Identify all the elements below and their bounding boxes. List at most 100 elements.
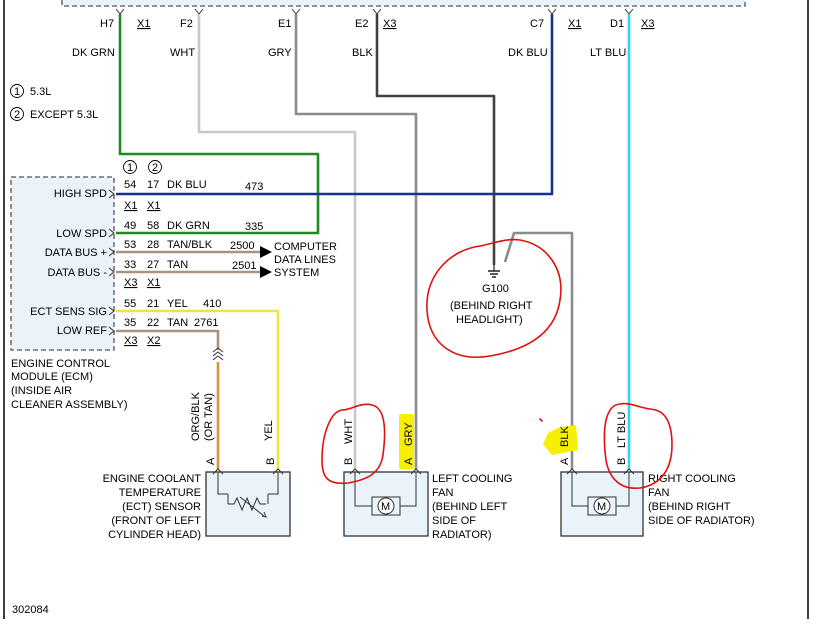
pin-d1-connector: X3 bbox=[641, 18, 654, 30]
svg-text:49: 49 bbox=[124, 220, 136, 232]
legend-2-text: EXCEPT 5.3L bbox=[30, 109, 98, 121]
ect-pin-a: A bbox=[205, 457, 217, 465]
svg-text:335: 335 bbox=[245, 221, 263, 233]
annotation-circle-left-fan-b bbox=[321, 403, 386, 485]
svg-text:33: 33 bbox=[124, 259, 136, 271]
wire-color-dk-grn: DK GRN bbox=[72, 47, 115, 59]
right-fan-pin-b: B bbox=[616, 458, 628, 465]
svg-text:21: 21 bbox=[147, 298, 159, 310]
wire-color-lt-blu: LT BLU bbox=[590, 47, 626, 59]
svg-text:LOW REF: LOW REF bbox=[57, 325, 107, 337]
ect-wire-b-color: YEL bbox=[263, 420, 275, 441]
svg-text:X3: X3 bbox=[124, 277, 137, 289]
svg-text:55: 55 bbox=[124, 298, 136, 310]
pin-e2-label: E2 bbox=[355, 18, 368, 30]
ground-desc-2: HEADLIGHT) bbox=[456, 314, 523, 326]
svg-text:(BEHIND LEFT: (BEHIND LEFT bbox=[432, 501, 507, 513]
annotation-circle-ground bbox=[426, 238, 562, 358]
wire-dk-blu bbox=[116, 14, 554, 196]
pin-e1-label: E1 bbox=[278, 18, 291, 30]
legend-1-text: 5.3L bbox=[30, 86, 51, 98]
wire-wht bbox=[197, 14, 357, 470]
svg-text:1: 1 bbox=[127, 162, 133, 174]
svg-text:ENGINE CONTROL: ENGINE CONTROL bbox=[11, 358, 110, 370]
wire-color-wht: WHT bbox=[170, 47, 195, 59]
page-frame bbox=[3, 0, 809, 619]
ecm-pin-ect-sens-sig: ECT SENS SIG 55 21 YEL 410 bbox=[30, 298, 221, 318]
footer-id: 302084 bbox=[12, 604, 49, 616]
svg-text:RIGHT COOLING: RIGHT COOLING bbox=[648, 473, 736, 485]
data-line-arrows bbox=[260, 246, 272, 278]
ect-wire-a-color: ORG/BLK bbox=[190, 391, 202, 441]
svg-text:X2: X2 bbox=[147, 335, 160, 347]
pin-c7-connector: X1 bbox=[568, 18, 581, 30]
svg-text:HIGH SPD: HIGH SPD bbox=[54, 188, 107, 200]
svg-text:17: 17 bbox=[147, 179, 159, 191]
top-pin-labels: H7 X1 F2 E1 E2 X3 C7 X1 D1 X3 bbox=[100, 18, 654, 30]
svg-text:2500: 2500 bbox=[230, 240, 254, 252]
svg-text:TEMPERATURE: TEMPERATURE bbox=[119, 487, 201, 499]
svg-text:DK GRN: DK GRN bbox=[167, 220, 210, 232]
svg-text:ENGINE COOLANT: ENGINE COOLANT bbox=[103, 473, 202, 485]
wire-blk bbox=[375, 14, 496, 265]
ect-sensor: A B ORG/BLK (OR TAN) YEL ENGINE COOLANT … bbox=[103, 391, 291, 541]
highlight-blk bbox=[543, 425, 578, 455]
svg-text:CLEANER ASSEMBLY): CLEANER ASSEMBLY) bbox=[11, 399, 128, 411]
red-annotations bbox=[321, 238, 673, 489]
svg-text:TAN: TAN bbox=[167, 259, 188, 271]
ect-pin-b: B bbox=[265, 458, 277, 465]
pin-h7-connector: X1 bbox=[137, 18, 150, 30]
pin-d1-label: D1 bbox=[610, 18, 624, 30]
annotation-mark-small bbox=[539, 418, 543, 422]
svg-text:(ECT) SENSOR: (ECT) SENSOR bbox=[122, 501, 201, 513]
svg-text:22: 22 bbox=[147, 317, 159, 329]
left-fan-wire-a: GRY bbox=[403, 422, 415, 446]
top-pin-connectors bbox=[115, 8, 634, 15]
top-wire-color-labels: DK GRN WHT GRY BLK DK BLU LT BLU bbox=[72, 47, 626, 59]
left-cooling-fan: M B WHT A GRY LEFT COOLING FAN (BEHIND L… bbox=[343, 414, 512, 541]
left-fan-pin-b: B bbox=[343, 458, 355, 465]
svg-text:54: 54 bbox=[124, 179, 136, 191]
svg-text:DK BLU: DK BLU bbox=[167, 179, 207, 191]
svg-text:2761: 2761 bbox=[194, 317, 218, 329]
svg-text:2: 2 bbox=[152, 162, 158, 174]
svg-text:X3: X3 bbox=[124, 335, 137, 347]
right-fan-wire-a: BLK bbox=[559, 426, 571, 447]
inline-connector bbox=[212, 347, 224, 361]
svg-text:DATA BUS -: DATA BUS - bbox=[48, 267, 108, 279]
wire-color-blk: BLK bbox=[352, 47, 373, 59]
svg-text:27: 27 bbox=[147, 259, 159, 271]
svg-text:CYLINDER HEAD): CYLINDER HEAD) bbox=[108, 529, 201, 541]
svg-text:X1: X1 bbox=[147, 200, 160, 212]
svg-text:SIDE OF RADIATOR): SIDE OF RADIATOR) bbox=[648, 515, 755, 527]
ground-desc-1: (BEHIND RIGHT bbox=[450, 300, 533, 312]
pin-h7-label: H7 bbox=[100, 18, 114, 30]
svg-text:ECT SENS SIG: ECT SENS SIG bbox=[30, 306, 107, 318]
svg-text:YEL: YEL bbox=[167, 298, 188, 310]
legend-2-number: 2 bbox=[14, 109, 20, 121]
right-cooling-fan: M A BLK B LT BLU RIGHT COOLING FAN (BEHI… bbox=[543, 412, 755, 537]
svg-text:MODULE (ECM): MODULE (ECM) bbox=[11, 371, 93, 383]
svg-text:RADIATOR): RADIATOR) bbox=[432, 529, 492, 541]
svg-text:58: 58 bbox=[147, 220, 159, 232]
right-fan-motor-icon: M bbox=[597, 501, 606, 513]
wire-yel bbox=[116, 309, 280, 470]
ground-g100: G100 (BEHIND RIGHT HEADLIGHT) bbox=[450, 265, 533, 326]
svg-text:TAN/BLK: TAN/BLK bbox=[167, 239, 213, 251]
left-fan-motor-icon: M bbox=[381, 501, 390, 513]
svg-text:(BEHIND RIGHT: (BEHIND RIGHT bbox=[648, 501, 731, 513]
svg-text:TAN: TAN bbox=[167, 317, 188, 329]
wire-gry bbox=[294, 14, 418, 470]
ecm-pin-high-spd: HIGH SPD 54 17 DK BLU 473 X1 X1 bbox=[54, 179, 264, 212]
svg-text:SIDE OF: SIDE OF bbox=[432, 515, 476, 527]
svg-text:X1: X1 bbox=[124, 200, 137, 212]
ecm-column-headers: 1 2 bbox=[123, 160, 162, 174]
legend-1-number: 1 bbox=[14, 86, 20, 98]
ecm-pin-low-ref: LOW REF 35 22 TAN 2761 X3 X2 bbox=[57, 317, 219, 347]
svg-text:35: 35 bbox=[124, 317, 136, 329]
wire-color-dk-blu: DK BLU bbox=[508, 47, 548, 59]
wire-tan-low-ref bbox=[116, 329, 220, 350]
wires bbox=[116, 14, 631, 470]
pin-f2-label: F2 bbox=[180, 18, 193, 30]
svg-text:473: 473 bbox=[245, 181, 263, 193]
